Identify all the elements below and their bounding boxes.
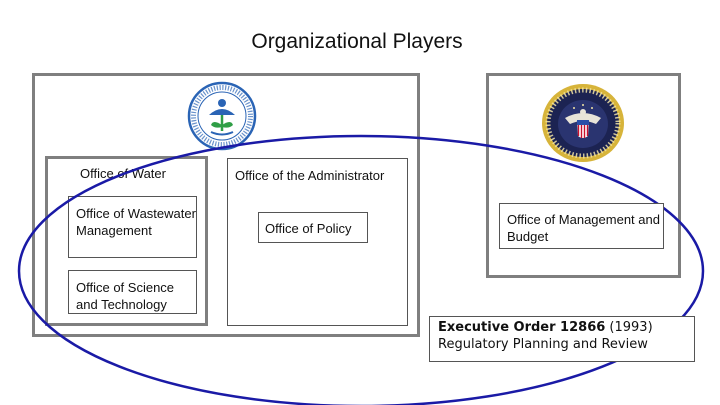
- office-of-science-and-technology-label: Office of Science and Technology: [76, 280, 175, 312]
- office-of-management-and-budget-box: Office of Management and Budget: [499, 203, 664, 249]
- office-of-policy-box: Office of Policy: [258, 212, 368, 243]
- page-title: Organizational Players: [251, 30, 463, 53]
- executive-order-box: Executive Order 12866 (1993) Regulatory …: [429, 316, 695, 362]
- office-of-wastewater-management-label: Office of Wastewater Management: [76, 206, 196, 238]
- epa-seal-icon: [187, 81, 257, 151]
- office-of-water-label: Office of Water: [80, 166, 166, 181]
- executive-order-subtitle: Regulatory Planning and Review: [438, 337, 648, 352]
- presidential-seal-icon: [542, 84, 624, 162]
- executive-order-heading: Executive Order 12866 (1993): [438, 319, 690, 336]
- office-of-management-and-budget-label: Office of Management and Budget: [507, 212, 660, 244]
- office-of-the-administrator-label: Office of the Administrator: [235, 168, 385, 183]
- office-of-wastewater-management-box: Office of Wastewater Management: [68, 196, 197, 258]
- office-of-policy-label: Office of Policy: [265, 221, 352, 236]
- executive-order-name: Executive Order 12866: [438, 320, 606, 335]
- office-of-science-and-technology-box: Office of Science and Technology: [68, 270, 197, 314]
- executive-order-year: (1993): [609, 320, 653, 335]
